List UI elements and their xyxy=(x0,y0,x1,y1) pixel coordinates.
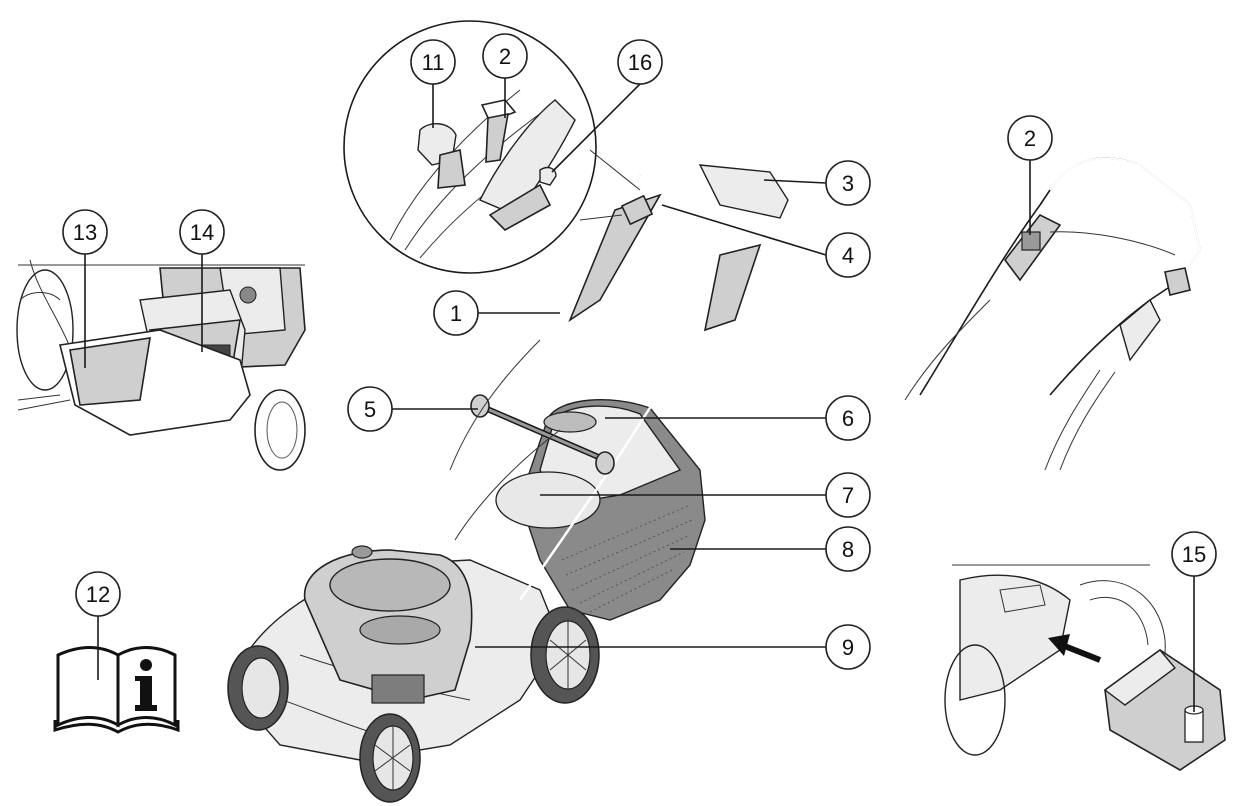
callout-5: 5 xyxy=(347,386,393,432)
insert-arrow-icon xyxy=(1048,634,1102,663)
main-mower-illustration xyxy=(227,155,789,803)
callout-8: 8 xyxy=(825,526,871,572)
callout-15: 15 xyxy=(1171,531,1217,577)
rear-wheel xyxy=(530,606,600,704)
svg-text:6: 6 xyxy=(842,406,854,431)
svg-text:15: 15 xyxy=(1182,542,1206,567)
svg-text:2: 2 xyxy=(1024,126,1036,151)
leader-16 xyxy=(551,83,641,173)
callout-9: 9 xyxy=(825,624,871,670)
svg-text:7: 7 xyxy=(842,483,854,508)
callout-16: 16 xyxy=(617,39,663,85)
handle-top-inset xyxy=(904,157,1201,471)
callout-2-detail: 2 xyxy=(482,33,528,79)
svg-text:16: 16 xyxy=(628,50,652,75)
leader-4 xyxy=(661,204,827,256)
left-front-wheel xyxy=(227,645,289,731)
manual-info-icon xyxy=(53,646,180,734)
callout-1: 1 xyxy=(433,290,479,336)
rear-flap-inset xyxy=(16,259,306,471)
callout-14: 14 xyxy=(179,209,225,255)
leader-3 xyxy=(763,179,827,184)
leader-lines xyxy=(84,78,1195,712)
svg-text:11: 11 xyxy=(422,50,445,75)
callout-4: 4 xyxy=(825,232,871,278)
callout-12: 12 xyxy=(75,571,121,617)
svg-text:14: 14 xyxy=(190,220,214,245)
callout-7: 7 xyxy=(825,472,871,518)
engine-cover xyxy=(303,545,473,704)
callout-6: 6 xyxy=(825,395,871,441)
grass-bag xyxy=(495,399,706,621)
svg-text:12: 12 xyxy=(86,582,110,607)
svg-text:3: 3 xyxy=(842,171,854,196)
front-wheel xyxy=(359,713,421,803)
svg-text:9: 9 xyxy=(842,635,854,660)
svg-text:2: 2 xyxy=(499,44,511,69)
svg-text:1: 1 xyxy=(450,301,462,326)
callout-3: 3 xyxy=(825,160,871,206)
svg-text:5: 5 xyxy=(364,397,376,422)
callout-2-inset: 2 xyxy=(1007,115,1053,161)
svg-text:13: 13 xyxy=(73,220,97,245)
svg-text:8: 8 xyxy=(842,537,854,562)
handle-frame xyxy=(418,155,789,601)
callout-11: 11 xyxy=(410,39,456,85)
callout-13: 13 xyxy=(62,209,108,255)
svg-text:4: 4 xyxy=(842,243,854,268)
mulching-plug-inset xyxy=(944,564,1226,771)
handle-detail-magnifier xyxy=(343,20,641,274)
